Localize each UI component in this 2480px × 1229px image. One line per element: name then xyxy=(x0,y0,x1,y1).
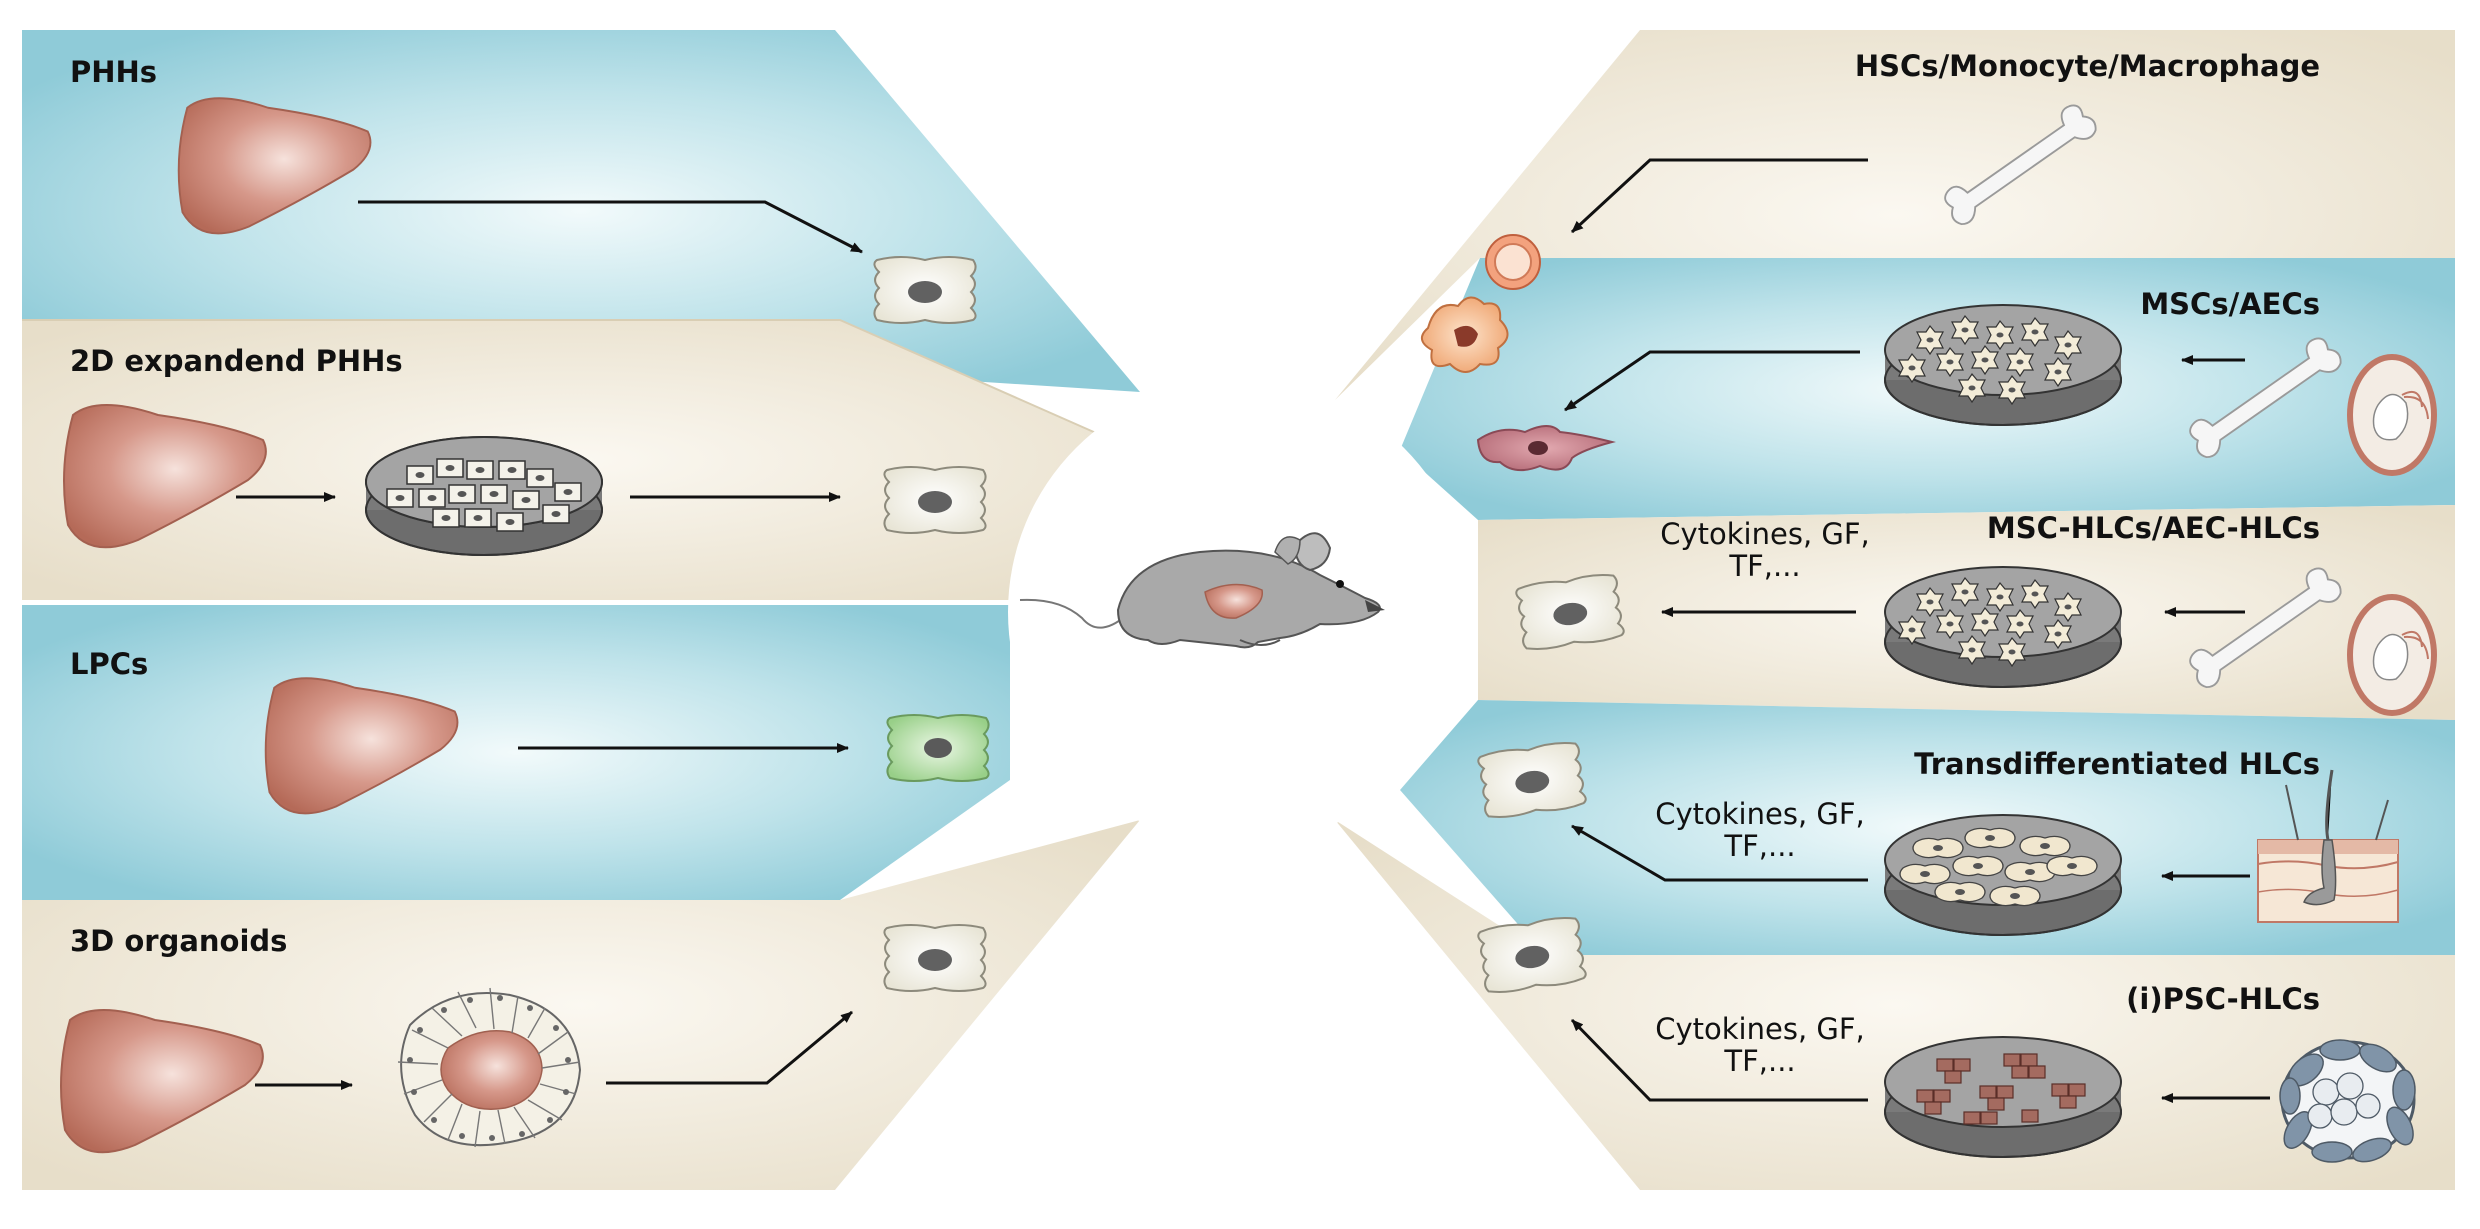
title-ipsc: (i)PSC-HLCs xyxy=(2126,982,2320,1016)
arrow-organoid-b xyxy=(606,1010,853,1085)
title-mscs: MSCs/AECs xyxy=(2140,287,2320,321)
factors-line-2: TF,... xyxy=(1724,829,1796,864)
lpc-cell-icon xyxy=(886,714,990,782)
title-msc-hlcs: MSC-HLCs/AEC-HLCs xyxy=(1986,511,2320,545)
arrow-phhs xyxy=(358,200,863,254)
title-phhs: PHHs xyxy=(70,55,158,89)
monocyte-icon xyxy=(1485,234,1541,290)
arrow-msc-b xyxy=(1564,350,1860,412)
factors-line-1: Cytokines, GF, xyxy=(1660,517,1870,551)
title-lpcs: LPCs xyxy=(70,647,149,681)
macrophage-icon xyxy=(1421,296,1509,373)
placenta-icon xyxy=(2347,354,2437,476)
msc-hlc-dish-icon xyxy=(1884,566,2122,688)
factors-line-2: TF,... xyxy=(1729,549,1801,584)
title-3d-organoids: 3D organoids xyxy=(70,924,288,958)
msc-dish-icon xyxy=(1884,304,2122,426)
factors-transdiff: Cytokines, GF, TF,... xyxy=(1640,798,1880,863)
ipsc-dish-icon xyxy=(1884,1036,2122,1158)
factors-ipsc: Cytokines, GF, TF,... xyxy=(1640,1013,1880,1078)
title-hscs: HSCs/Monocyte/Macrophage xyxy=(1854,49,2320,83)
factors-line-2: TF,... xyxy=(1724,1044,1796,1079)
mouse-icon xyxy=(1019,532,1385,649)
arrow-transdiff-b xyxy=(1571,824,1868,882)
factors-line-1: Cytokines, GF, xyxy=(1655,1012,1865,1046)
msc-cell-icon xyxy=(1476,425,1616,472)
petri-dish-icon xyxy=(365,436,603,556)
placenta-icon-2 xyxy=(2347,594,2437,716)
organoid-icon xyxy=(397,987,582,1148)
factors-line-1: Cytokines, GF, xyxy=(1655,797,1865,831)
title-2d-phhs: 2D expandend PHHs xyxy=(70,344,403,378)
left-panel-3d-organoids xyxy=(22,820,1140,1190)
factors-msc-hlcs: Cytokines, GF, TF,... xyxy=(1650,518,1880,583)
arrow-ipsc-b xyxy=(1570,1018,1868,1102)
transdiff-dish-icon xyxy=(1884,814,2122,936)
title-transdiff: Transdifferentiated HLCs xyxy=(1914,747,2320,781)
arrow-hscs xyxy=(1570,158,1868,234)
skin-icon xyxy=(2257,769,2399,923)
left-panel-lpcs xyxy=(22,605,1010,900)
right-panel-hscs xyxy=(1335,30,2455,400)
blastocyst-icon xyxy=(2279,1039,2416,1163)
